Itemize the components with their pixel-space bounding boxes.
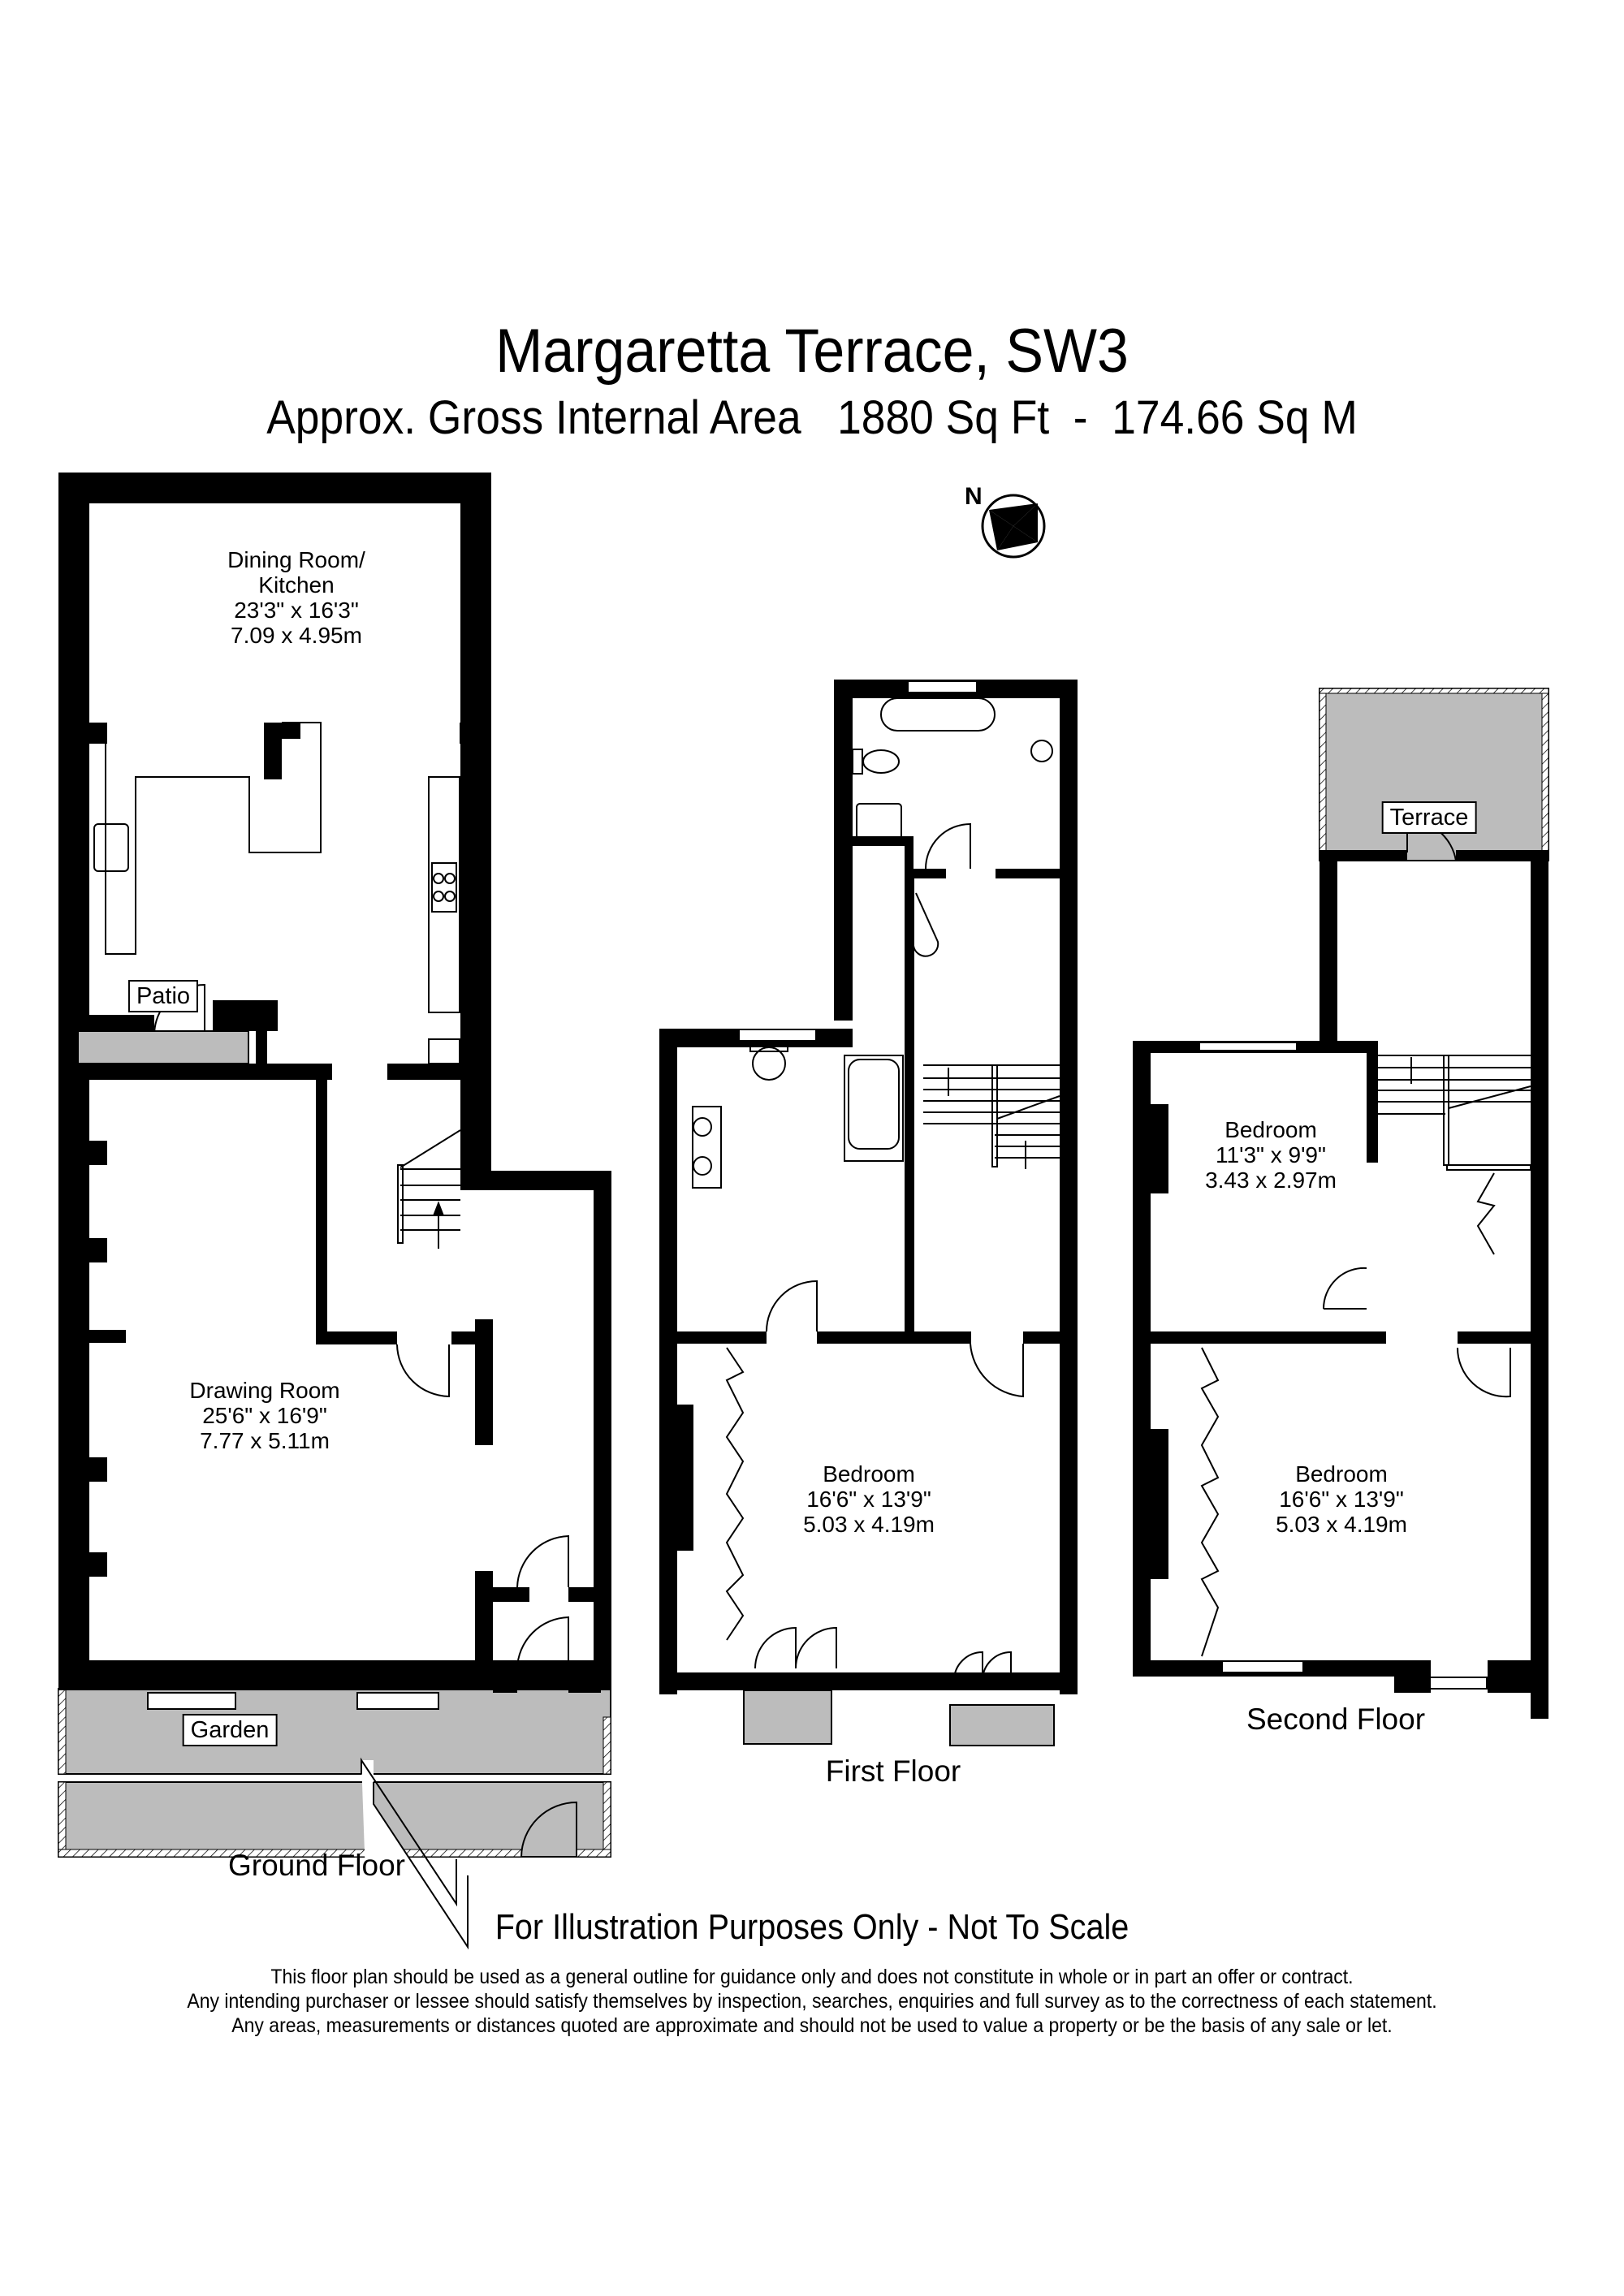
compass-rose-icon (981, 494, 1046, 559)
disclaimer-line: This floor plan should be used as a gene… (270, 1966, 1354, 1988)
room-dimensions-metric: 7.77 x 5.11m (200, 1428, 330, 1453)
first-floor-plan (659, 680, 1078, 1746)
room-name: Bedroom (823, 1461, 915, 1487)
patio-tag: Patio (127, 980, 199, 1012)
room-first-floor-bedroom: Bedroom 16'6" x 13'9" 5.03 x 4.19m (803, 1461, 935, 1537)
room-dimensions-metric: 5.03 x 4.19m (803, 1512, 935, 1537)
not-to-scale-notice: For Illustration Purposes Only - Not To … (495, 1907, 1129, 1947)
garden-tag: Garden (182, 1714, 278, 1746)
room-name: Dining Room/ (227, 547, 365, 572)
room-name: Bedroom (1224, 1117, 1317, 1142)
room-dining-kitchen: Dining Room/ Kitchen 23'3" x 16'3" 7.09 … (227, 547, 365, 648)
first-floor-label: First Floor (825, 1754, 961, 1788)
terrace-tag: Terrace (1381, 801, 1477, 834)
disclaimer: This floor plan should be used as a gene… (65, 1965, 1559, 2038)
area-summary: Approx. Gross Internal Area 1880 Sq Ft -… (266, 391, 1358, 444)
ground-stairs (397, 1129, 461, 1249)
ground-floor-walls (58, 473, 611, 1693)
room-name-line2: Kitchen (258, 572, 335, 598)
room-dimensions-imperial: 16'6" x 13'9" (1279, 1487, 1404, 1512)
disclaimer-line: Any areas, measurements or distances quo… (231, 2014, 1393, 2037)
room-dimensions-metric: 5.03 x 4.19m (1276, 1512, 1407, 1537)
ground-floor-label: Ground Floor (228, 1849, 405, 1882)
room-dimensions-imperial: 23'3" x 16'3" (234, 598, 359, 623)
room-dimensions-imperial: 11'3" x 9'9" (1216, 1142, 1326, 1167)
room-dimensions-imperial: 25'6" x 16'9" (202, 1403, 327, 1428)
room-drawing-room: Drawing Room 25'6" x 16'9" 7.77 x 5.11m (189, 1378, 339, 1453)
ground-floor-plan (58, 473, 611, 1950)
second-floor-label: Second Floor (1246, 1703, 1426, 1736)
second-floor-plan (1133, 688, 1549, 1719)
room-dimensions-metric: 7.09 x 4.95m (231, 623, 362, 648)
kitchen-units (89, 722, 460, 1064)
compass-north-label: N (965, 483, 983, 510)
entrance-arrow-icon (536, 1660, 568, 1689)
room-dimensions-metric: 3.43 x 2.97m (1205, 1167, 1337, 1193)
disclaimer-line: Any intending purchaser or lessee should… (187, 1990, 1437, 2013)
page-title: Margaretta Terrace, SW3 (495, 317, 1129, 386)
room-second-floor-bedroom-large: Bedroom 16'6" x 13'9" 5.03 x 4.19m (1276, 1461, 1407, 1537)
room-name: Drawing Room (189, 1378, 340, 1403)
room-second-floor-bedroom-small: Bedroom 11'3" x 9'9" 3.43 x 2.97m (1205, 1117, 1337, 1193)
room-dimensions-imperial: 16'6" x 13'9" (806, 1487, 931, 1512)
room-name: Bedroom (1295, 1461, 1388, 1487)
